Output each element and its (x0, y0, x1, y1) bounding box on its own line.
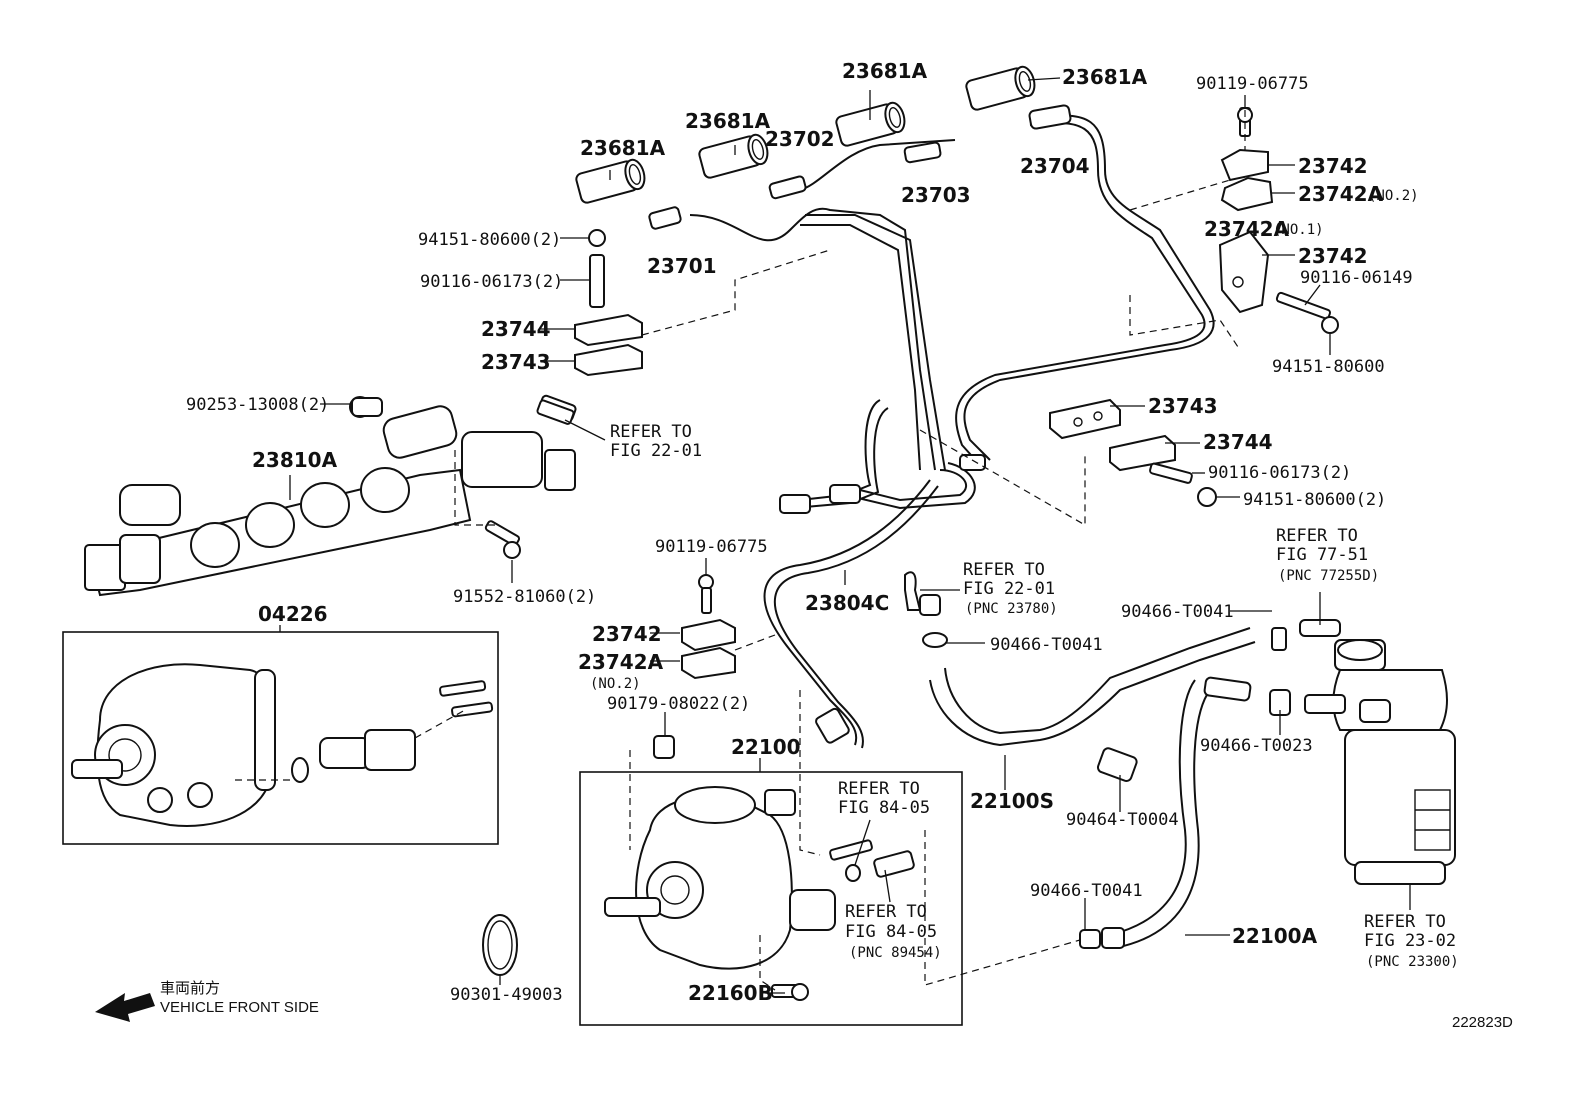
label-23742a-no1: 23742A (1204, 217, 1290, 241)
clamp-right (1049, 398, 1217, 507)
label-refer-to-6: REFER TO (1364, 912, 1446, 932)
misc-parts (351, 397, 1341, 976)
supply-pump-22100 (604, 786, 915, 1001)
label-90116-left: 90116-06173(2) (420, 272, 563, 292)
label-23681a-3: 23681A (842, 59, 928, 83)
label-fig-22-01b: FIG 22-01 (963, 579, 1055, 599)
label-23742a-no2-top: 23742A (1298, 182, 1384, 206)
clamp-top-right (1218, 107, 1339, 334)
label-23743-right: 23743 (1148, 394, 1218, 418)
label-23742a-low: 23742A (578, 650, 664, 674)
pump-kit-04226 (71, 663, 494, 827)
label-90466-t0041-a: 90466-T0041 (1121, 602, 1234, 622)
label-23681a-1: 23681A (580, 136, 666, 160)
label-23804c: 23804C (805, 591, 889, 615)
23681a-sleeves (575, 65, 1036, 204)
label-90116-06149: 90116-06149 (1300, 268, 1413, 288)
label-fig-84-05a: FIG 84-05 (838, 798, 930, 818)
label-94151-left: 94151-80600(2) (418, 230, 561, 250)
label-fig-84-05b: FIG 84-05 (845, 922, 937, 942)
label-23681a-2: 23681A (685, 109, 771, 133)
label-pnc-23300: (PNC 23300) (1366, 954, 1459, 970)
label-90119-top: 90119-06775 (1196, 74, 1309, 94)
common-rail-23810a (84, 394, 577, 597)
label-94151-right2: 94151-80600(2) (1243, 490, 1386, 510)
label-22100: 22100 (731, 735, 801, 759)
label-22100a: 22100A (1232, 924, 1318, 948)
label-pnc-23780: (PNC 23780) (965, 601, 1058, 617)
label-22100s: 22100S (970, 789, 1054, 813)
label-fig-22-01: FIG 22-01 (610, 441, 702, 461)
label-23702: 23702 (765, 127, 835, 151)
label-23742-low: 23742 (592, 622, 662, 646)
label-no2-top: (NO.2) (1368, 188, 1419, 204)
label-23742-top: 23742 (1298, 154, 1368, 178)
vehicle-front-en: VEHICLE FRONT SIDE (160, 999, 319, 1016)
label-refer-to-4: REFER TO (838, 779, 920, 799)
label-23742-mid: 23742 (1298, 244, 1368, 268)
label-fig-77-51: FIG 77-51 (1276, 545, 1368, 565)
label-90466-t0041-c: 90466-T0041 (1030, 881, 1143, 901)
label-23701: 23701 (647, 254, 717, 278)
label-pnc-89454: (PNC 89454) (849, 945, 942, 961)
label-23744-left: 23744 (481, 317, 551, 341)
label-90466-t0023: 90466-T0023 (1200, 736, 1313, 756)
part-labels: 23681A 23681A 23681A 23681A 90119-06775 … (160, 59, 1513, 1031)
label-90179: 90179-08022(2) (607, 694, 750, 714)
label-23704: 23704 (1020, 154, 1090, 178)
label-23743-left: 23743 (481, 350, 551, 374)
diagram-id: 222823D (1452, 1014, 1513, 1031)
pipe-fittings (648, 104, 1072, 744)
label-90301: 90301-49003 (450, 985, 563, 1005)
label-no2-low: (NO.2) (590, 676, 641, 692)
fuel-filter (1304, 639, 1456, 885)
vehicle-front-arrow-icon (95, 993, 155, 1022)
label-pnc-77255d: (PNC 77255D) (1278, 568, 1379, 584)
clamp-left (574, 229, 643, 377)
dashed-guides (235, 110, 1246, 991)
label-90464-t0004: 90464-T0004 (1066, 810, 1179, 830)
injection-pipes (689, 114, 1215, 749)
label-23681a-4: 23681A (1062, 65, 1148, 89)
supply-pump-22100-box (579, 771, 963, 1026)
fuel-hoses (929, 627, 1256, 949)
label-23703: 23703 (901, 183, 971, 207)
label-04226: 04226 (258, 602, 328, 626)
label-refer-to-1: REFER TO (610, 422, 692, 442)
leader-lines (279, 77, 1411, 994)
label-refer-to-3: REFER TO (963, 560, 1045, 580)
label-94151-right: 94151-80600 (1272, 357, 1385, 377)
label-22160b: 22160B (688, 981, 773, 1005)
label-90119-mid: 90119-06775 (655, 537, 768, 557)
label-refer-to-2: REFER TO (1276, 526, 1358, 546)
label-no1: (NO.1) (1273, 222, 1324, 238)
label-91552: 91552-81060(2) (453, 587, 596, 607)
label-90116-right: 90116-06173(2) (1208, 463, 1351, 483)
label-23810a: 23810A (252, 448, 338, 472)
vehicle-front-jp: 車両前方 (160, 980, 220, 997)
label-fig-23-02: FIG 23-02 (1364, 931, 1456, 951)
label-23744-right: 23744 (1203, 430, 1273, 454)
label-refer-to-5: REFER TO (845, 902, 927, 922)
label-90466-t0041-b: 90466-T0041 (990, 635, 1103, 655)
label-90253: 90253-13008(2) (186, 395, 329, 415)
